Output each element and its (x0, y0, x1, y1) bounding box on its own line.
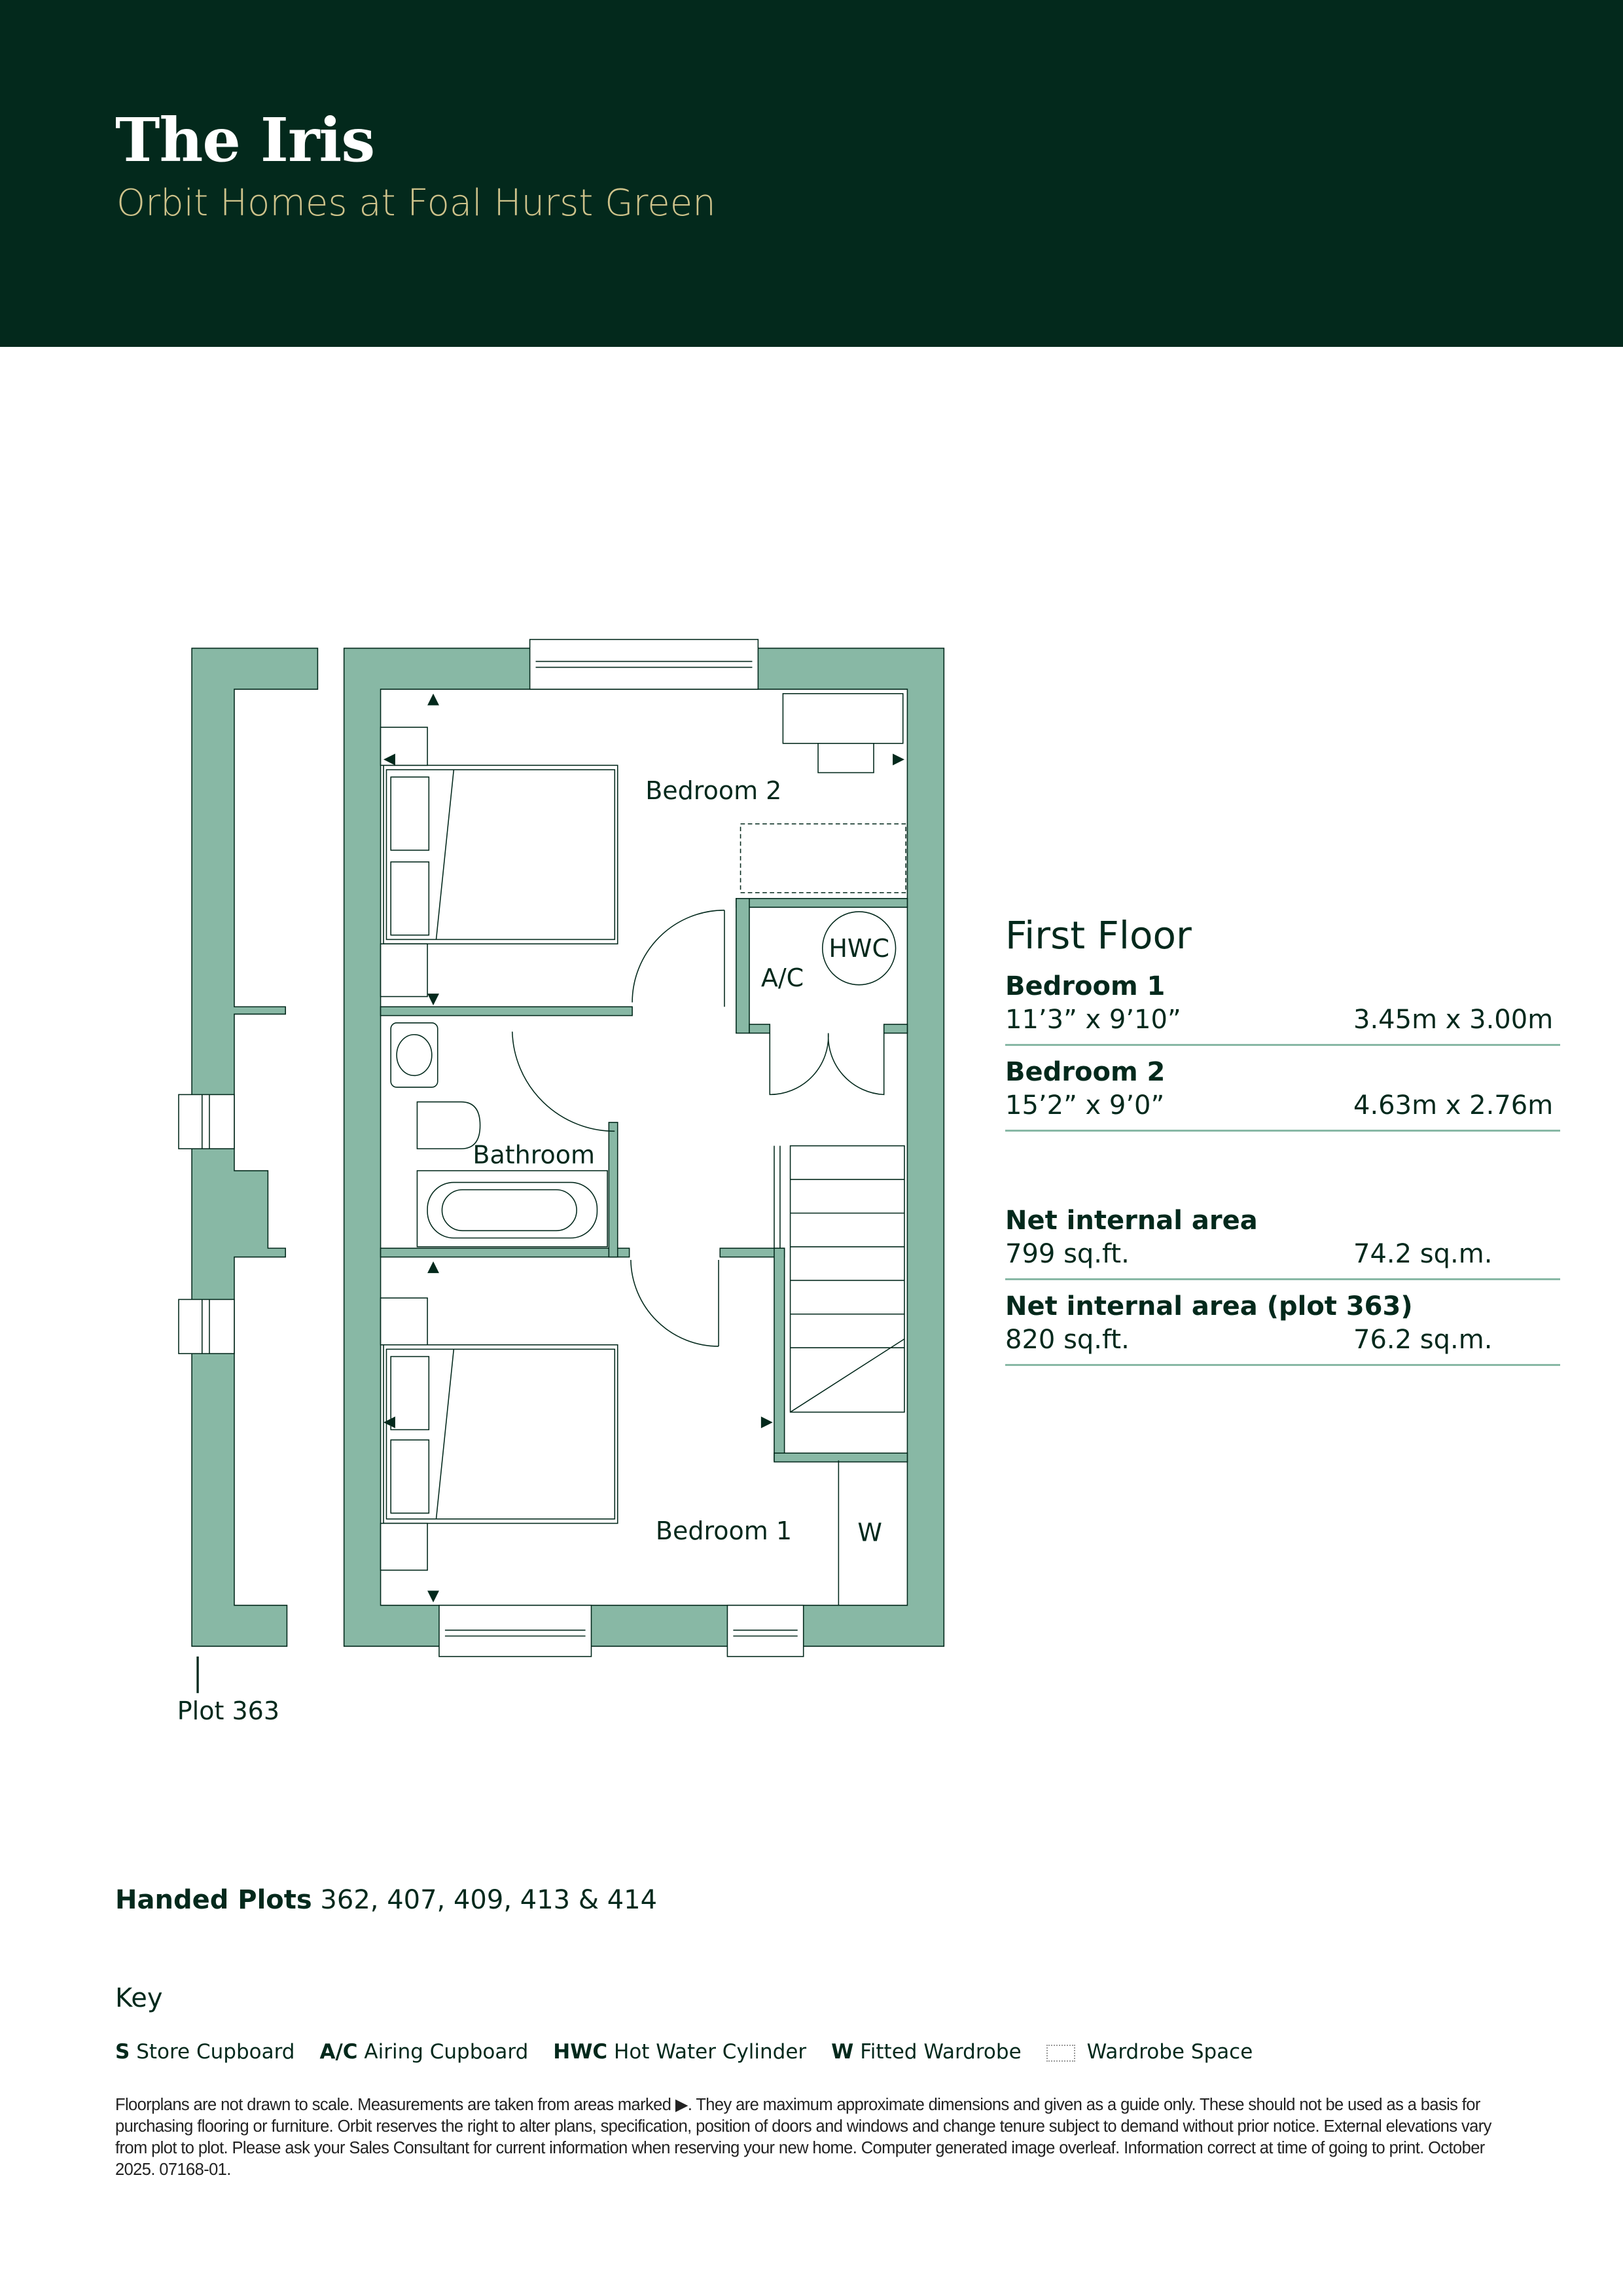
area-metric: 74.2 sq.m. (1353, 1239, 1493, 1269)
spec-imperial: 15’2” x 9’0” (1005, 1090, 1165, 1121)
bed-bedroom-2 (380, 726, 618, 997)
chair (817, 743, 874, 774)
wall (380, 1006, 633, 1016)
bath (416, 1170, 608, 1247)
handed-plots-list: 362, 407, 409, 413 & 414 (320, 1885, 658, 1915)
window-top (529, 639, 759, 690)
toilet (416, 1101, 481, 1149)
header-banner: The Iris Orbit Homes at Foal Hurst Green (0, 0, 1623, 347)
spec-row: Bedroom 1 11’3” x 9’10” 3.45m x 3.00m (1005, 969, 1560, 1046)
doors (511, 909, 885, 1347)
key-heading: Key (115, 1983, 163, 2013)
spec-room-name: Bedroom 1 (1005, 971, 1166, 1001)
page-subtitle: Orbit Homes at Foal Hurst Green (116, 182, 716, 224)
room-specification: First Floor Bedroom 1 11’3” x 9’10” 3.45m… (1005, 913, 1560, 1375)
room-label-wardrobe: W (857, 1518, 882, 1547)
spec-row: Bedroom 2 15’2” x 9’0” 4.63m x 2.76m (1005, 1055, 1560, 1132)
key-item: Wardrobe Space (1046, 2040, 1253, 2064)
wall (380, 1247, 630, 1258)
page-title: The Iris (115, 105, 375, 175)
disclaimer: Floorplans are not drawn to scale. Measu… (115, 2096, 1491, 2179)
basin (390, 1022, 438, 1088)
wall (608, 1122, 618, 1258)
wall (736, 898, 908, 908)
side-window (178, 1299, 235, 1354)
spec-room-name: Bedroom 2 (1005, 1057, 1166, 1087)
handed-plots: Handed Plots 362, 407, 409, 413 & 414 (115, 1885, 657, 1915)
room-label-bedroom-2: Bedroom 2 (645, 776, 781, 805)
handed-plots-label: Handed Plots (115, 1885, 312, 1915)
key-item: A/C Airing Cupboard (319, 2040, 529, 2064)
key-item: S Store Cupboard (115, 2040, 295, 2064)
wardrobe-space (740, 823, 906, 893)
wall (736, 898, 750, 1034)
staircase (774, 1145, 905, 1413)
side-window (178, 1094, 235, 1149)
wall (749, 1024, 771, 1034)
bed-bedroom-1 (380, 1297, 618, 1571)
floor-heading: First Floor (1005, 913, 1192, 958)
area-row: Net internal area (plot 363) 820 sq.ft. 7… (1005, 1289, 1560, 1366)
area-imperial: 799 sq.ft. (1005, 1239, 1130, 1269)
hwc-circle (821, 911, 897, 986)
window-bottom-right (726, 1604, 804, 1657)
room-label-hwc: HWC (829, 934, 889, 963)
room-label-bedroom-1: Bedroom 1 (656, 1516, 792, 1545)
spec-imperial: 11’3” x 9’10” (1005, 1005, 1181, 1035)
room-label-ac: A/C (761, 963, 804, 992)
wall (774, 1452, 908, 1463)
key-item: W Fitted Wardrobe (831, 2040, 1022, 2064)
key-list: S Store Cupboard A/C Airing Cupboard HWC… (115, 2040, 1253, 2064)
spec-metric: 4.63m x 2.76m (1353, 1090, 1554, 1121)
desk (782, 692, 904, 744)
key-item: HWC Hot Water Cylinder (553, 2040, 807, 2064)
wall (774, 1247, 785, 1462)
wardrobe-space-icon (1046, 2044, 1075, 2062)
area-name: Net internal area (1005, 1206, 1258, 1236)
area-name: Net internal area (plot 363) (1005, 1291, 1413, 1321)
area-row: Net internal area 799 sq.ft. 74.2 sq.m. (1005, 1204, 1560, 1280)
room-label-bathroom: Bathroom (473, 1140, 595, 1169)
area-metric: 76.2 sq.m. (1353, 1325, 1493, 1355)
area-imperial: 820 sq.ft. (1005, 1325, 1130, 1355)
wall (883, 1024, 908, 1034)
measure-marker-icons (383, 693, 904, 1603)
plot-363-wall (191, 647, 319, 1647)
plot-label: Plot 363 (177, 1696, 279, 1725)
spec-metric: 3.45m x 3.00m (1353, 1005, 1554, 1035)
window-bottom-left (438, 1604, 592, 1657)
